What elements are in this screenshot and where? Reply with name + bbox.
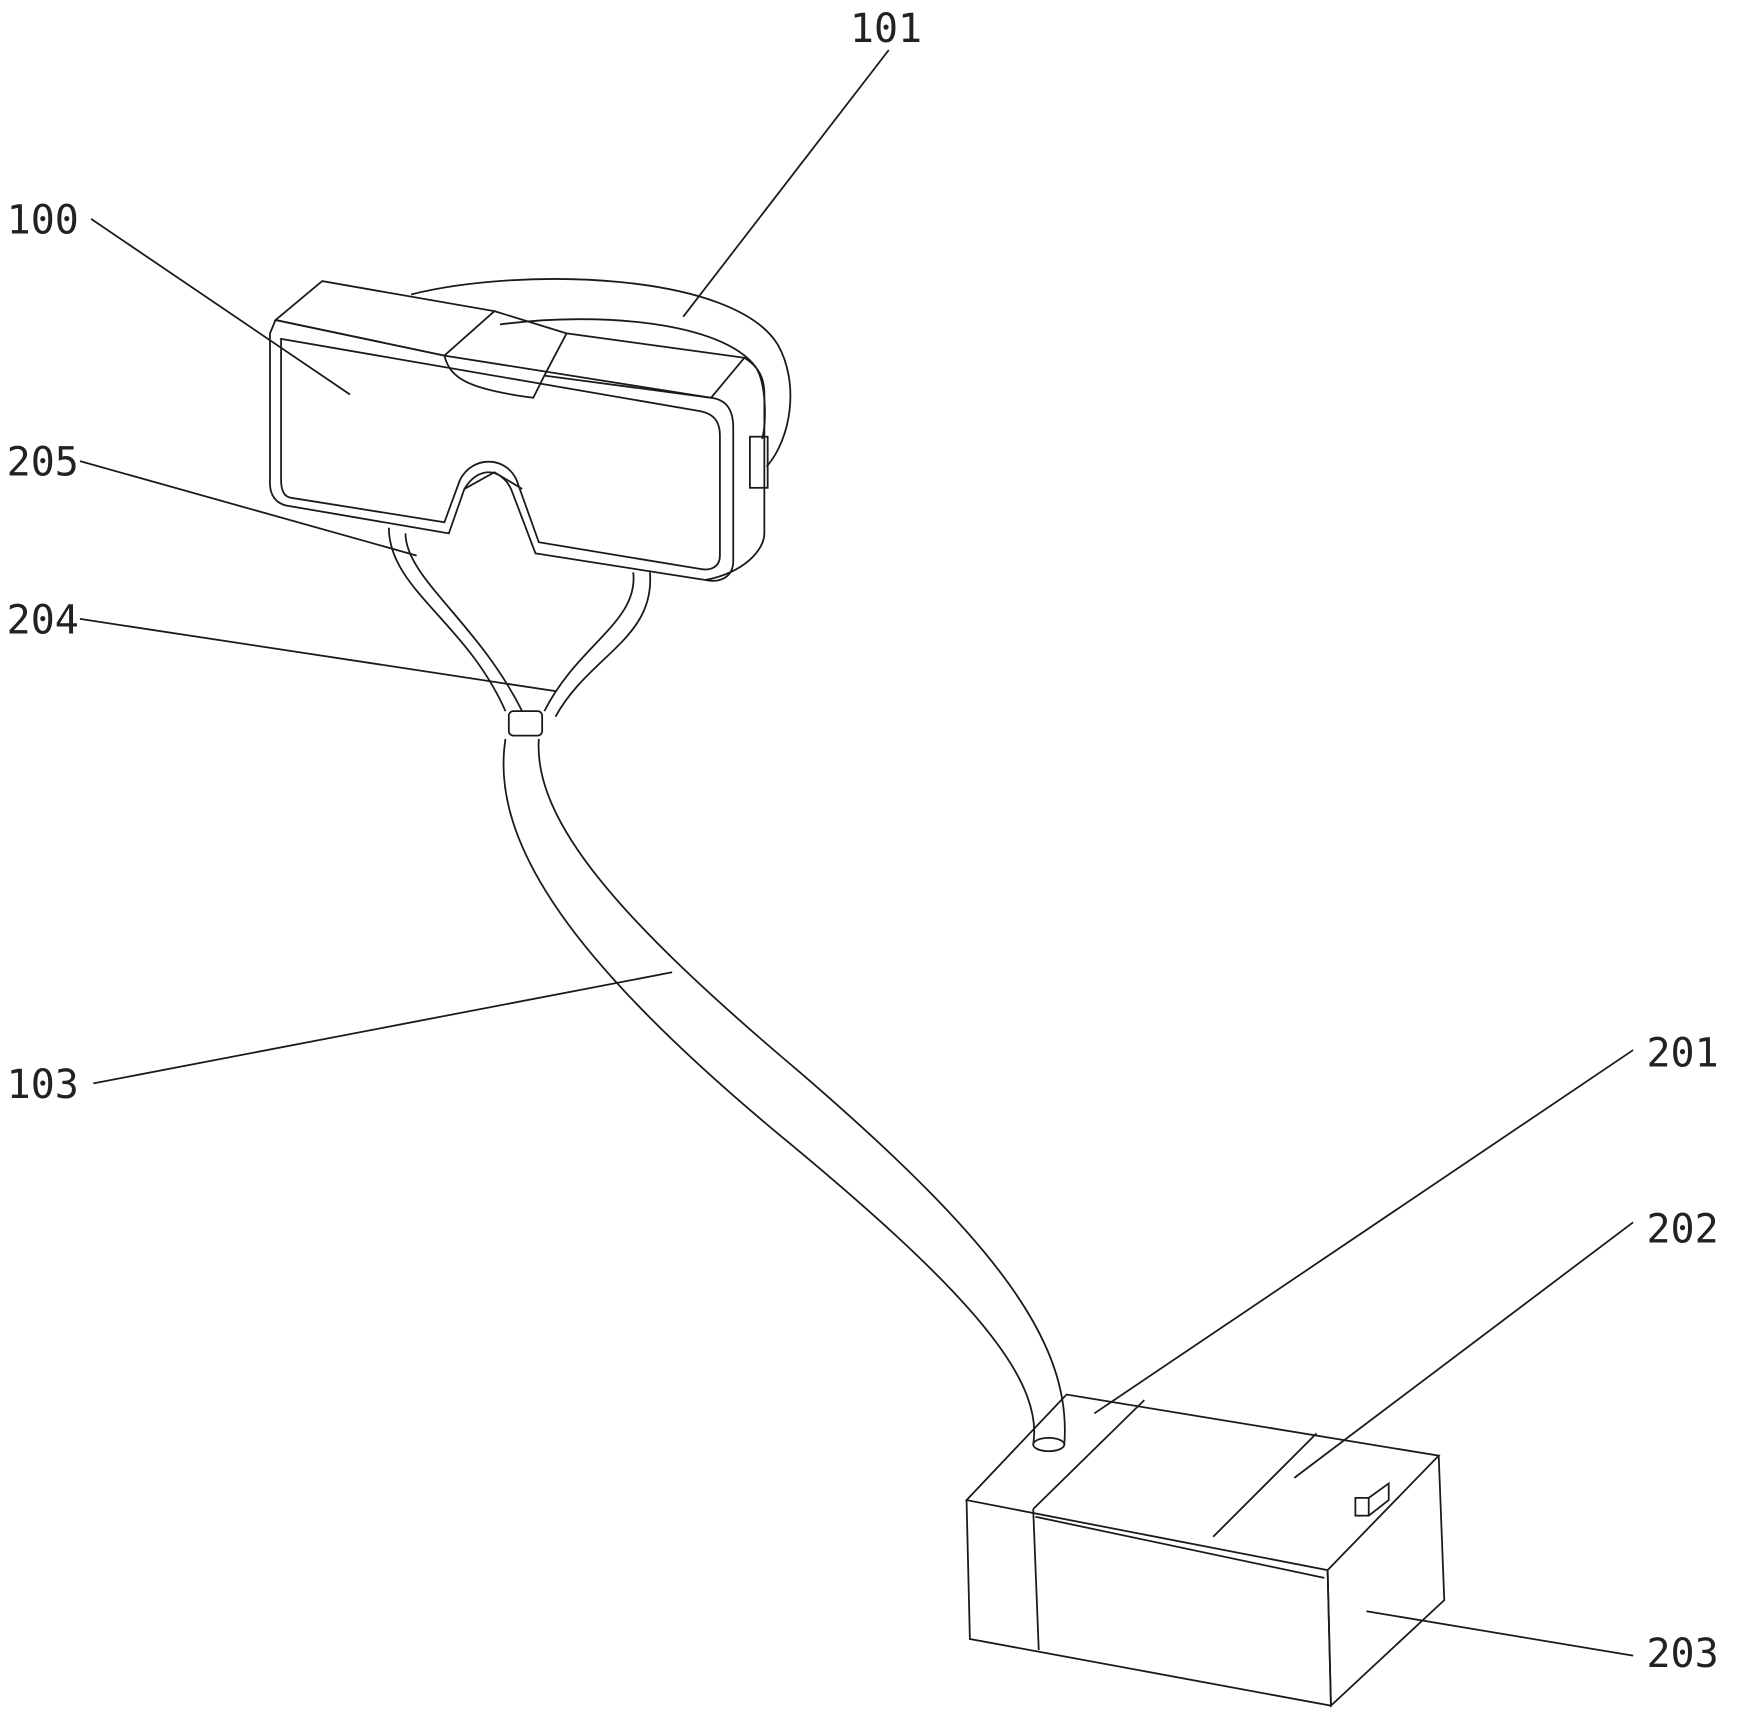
leader-lines [80, 50, 1633, 1656]
main-tube [504, 739, 1065, 1451]
label-205: 205 [7, 440, 79, 486]
branch-tubes [389, 528, 650, 736]
label-101: 101 [850, 6, 922, 52]
label-100: 100 [7, 197, 79, 243]
label-201: 201 [1646, 1031, 1718, 1077]
label-103: 103 [7, 1062, 79, 1108]
label-202: 202 [1646, 1206, 1718, 1252]
label-203: 203 [1646, 1631, 1718, 1677]
label-204: 204 [7, 597, 79, 643]
control-box [967, 1395, 1445, 1706]
